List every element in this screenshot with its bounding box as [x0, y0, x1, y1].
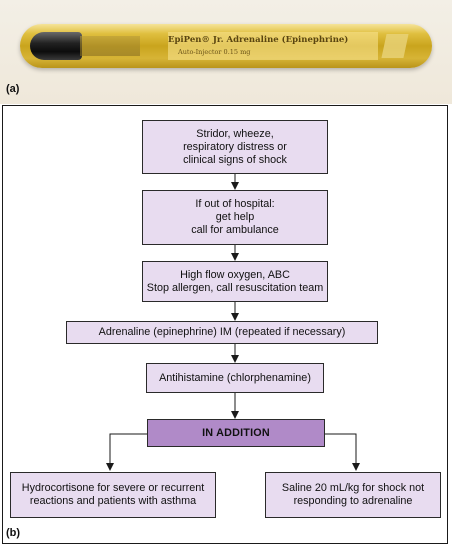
epipen-cap — [30, 32, 82, 60]
node-symptoms: Stridor, wheeze, respiratory distress or… — [142, 120, 328, 174]
node-in-addition: IN ADDITION — [147, 419, 325, 447]
node-adrenaline: Adrenaline (epinephrine) IM (repeated if… — [66, 321, 378, 344]
panel-label-a: (a) — [6, 83, 20, 95]
node-antihistamine: Antihistamine (chlorphenamine) — [146, 363, 324, 393]
epipen-product-sub: Auto-Injector 0.15 mg — [178, 48, 251, 56]
epipen-photo: EpiPen® Jr. Adrenaline (Epinephrine) Aut… — [0, 0, 452, 104]
epipen-product-name: EpiPen® Jr. Adrenaline (Epinephrine) — [168, 35, 349, 45]
epipen-label — [168, 32, 378, 60]
node-oxygen-abc: High flow oxygen, ABC Stop allergen, cal… — [142, 261, 328, 302]
epipen-tag — [381, 34, 409, 58]
node-saline: Saline 20 mL/kg for shock not responding… — [265, 472, 441, 518]
flowchart-frame — [2, 105, 448, 544]
panel-label-b: (b) — [6, 527, 21, 539]
epipen-band — [80, 36, 140, 56]
node-hydrocortisone: Hydrocortisone for severe or recurrent r… — [10, 472, 216, 518]
epipen-tube — [20, 24, 432, 68]
node-get-help: If out of hospital: get help call for am… — [142, 190, 328, 245]
